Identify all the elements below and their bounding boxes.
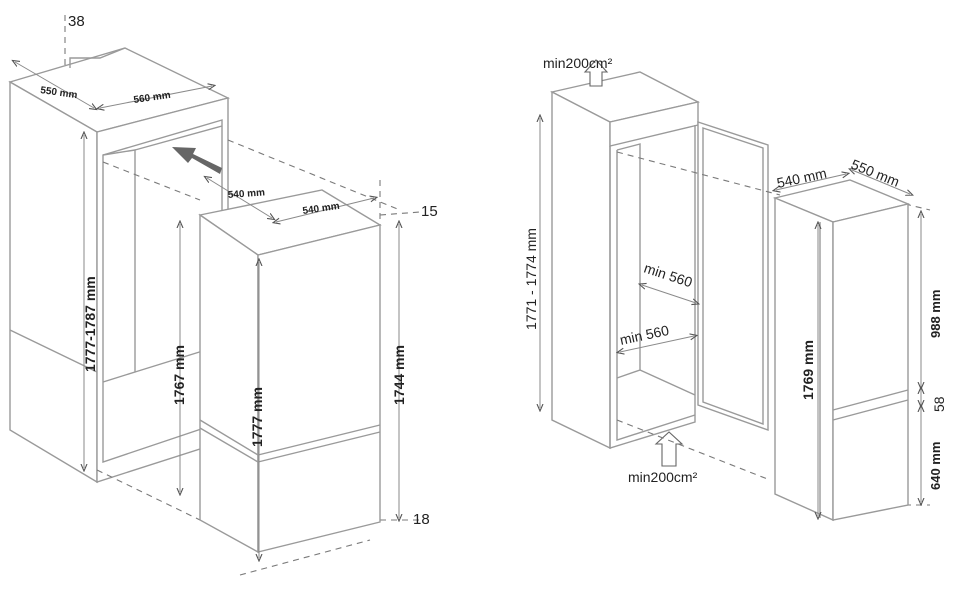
appliance-width-label: 540 mm <box>302 201 341 217</box>
vent-top-arrow-icon <box>583 59 609 87</box>
right-appliance <box>772 179 911 522</box>
vent-top-label: min200cm² <box>543 55 613 71</box>
insert-arrow-icon <box>172 147 222 174</box>
right-dimensions <box>540 118 921 516</box>
cabinet-width-label: 560 mm <box>133 90 172 106</box>
cabinet-depth-label: 550 mm <box>40 85 79 101</box>
left-dimensions <box>15 62 399 558</box>
gap-top-label: 38 <box>68 13 85 30</box>
top-gap-label: 15 <box>421 203 438 220</box>
cabinet-height-label: 1777-1787 mm <box>82 276 98 372</box>
niche-width-min-label: min 560 <box>618 322 670 348</box>
right-cabinet <box>549 71 769 450</box>
left-appliance <box>198 189 382 554</box>
appliance-height-total-label: 1777 mm <box>249 387 265 447</box>
right-niche-height-label: 1771 - 1774 mm <box>523 228 539 330</box>
vent-bottom-arrow-icon <box>654 431 684 467</box>
right-appliance-height-label: 1769 mm <box>800 340 816 400</box>
bottom-gap-label: 18 <box>413 511 430 528</box>
vent-bottom-label: min200cm² <box>628 469 698 485</box>
freezer-height-label: 640 mm <box>928 442 943 490</box>
left-cabinet <box>8 47 231 484</box>
appliance-depth-label: 540 mm <box>227 187 265 201</box>
gap-middle-label: 58 <box>931 396 947 412</box>
niche-height-label: 1767 mm <box>171 345 187 405</box>
fridge-height-label: 988 mm <box>928 290 943 338</box>
appliance-body-height-label: 1744 mm <box>391 345 407 405</box>
niche-depth-min-label: min 560 <box>642 260 695 291</box>
